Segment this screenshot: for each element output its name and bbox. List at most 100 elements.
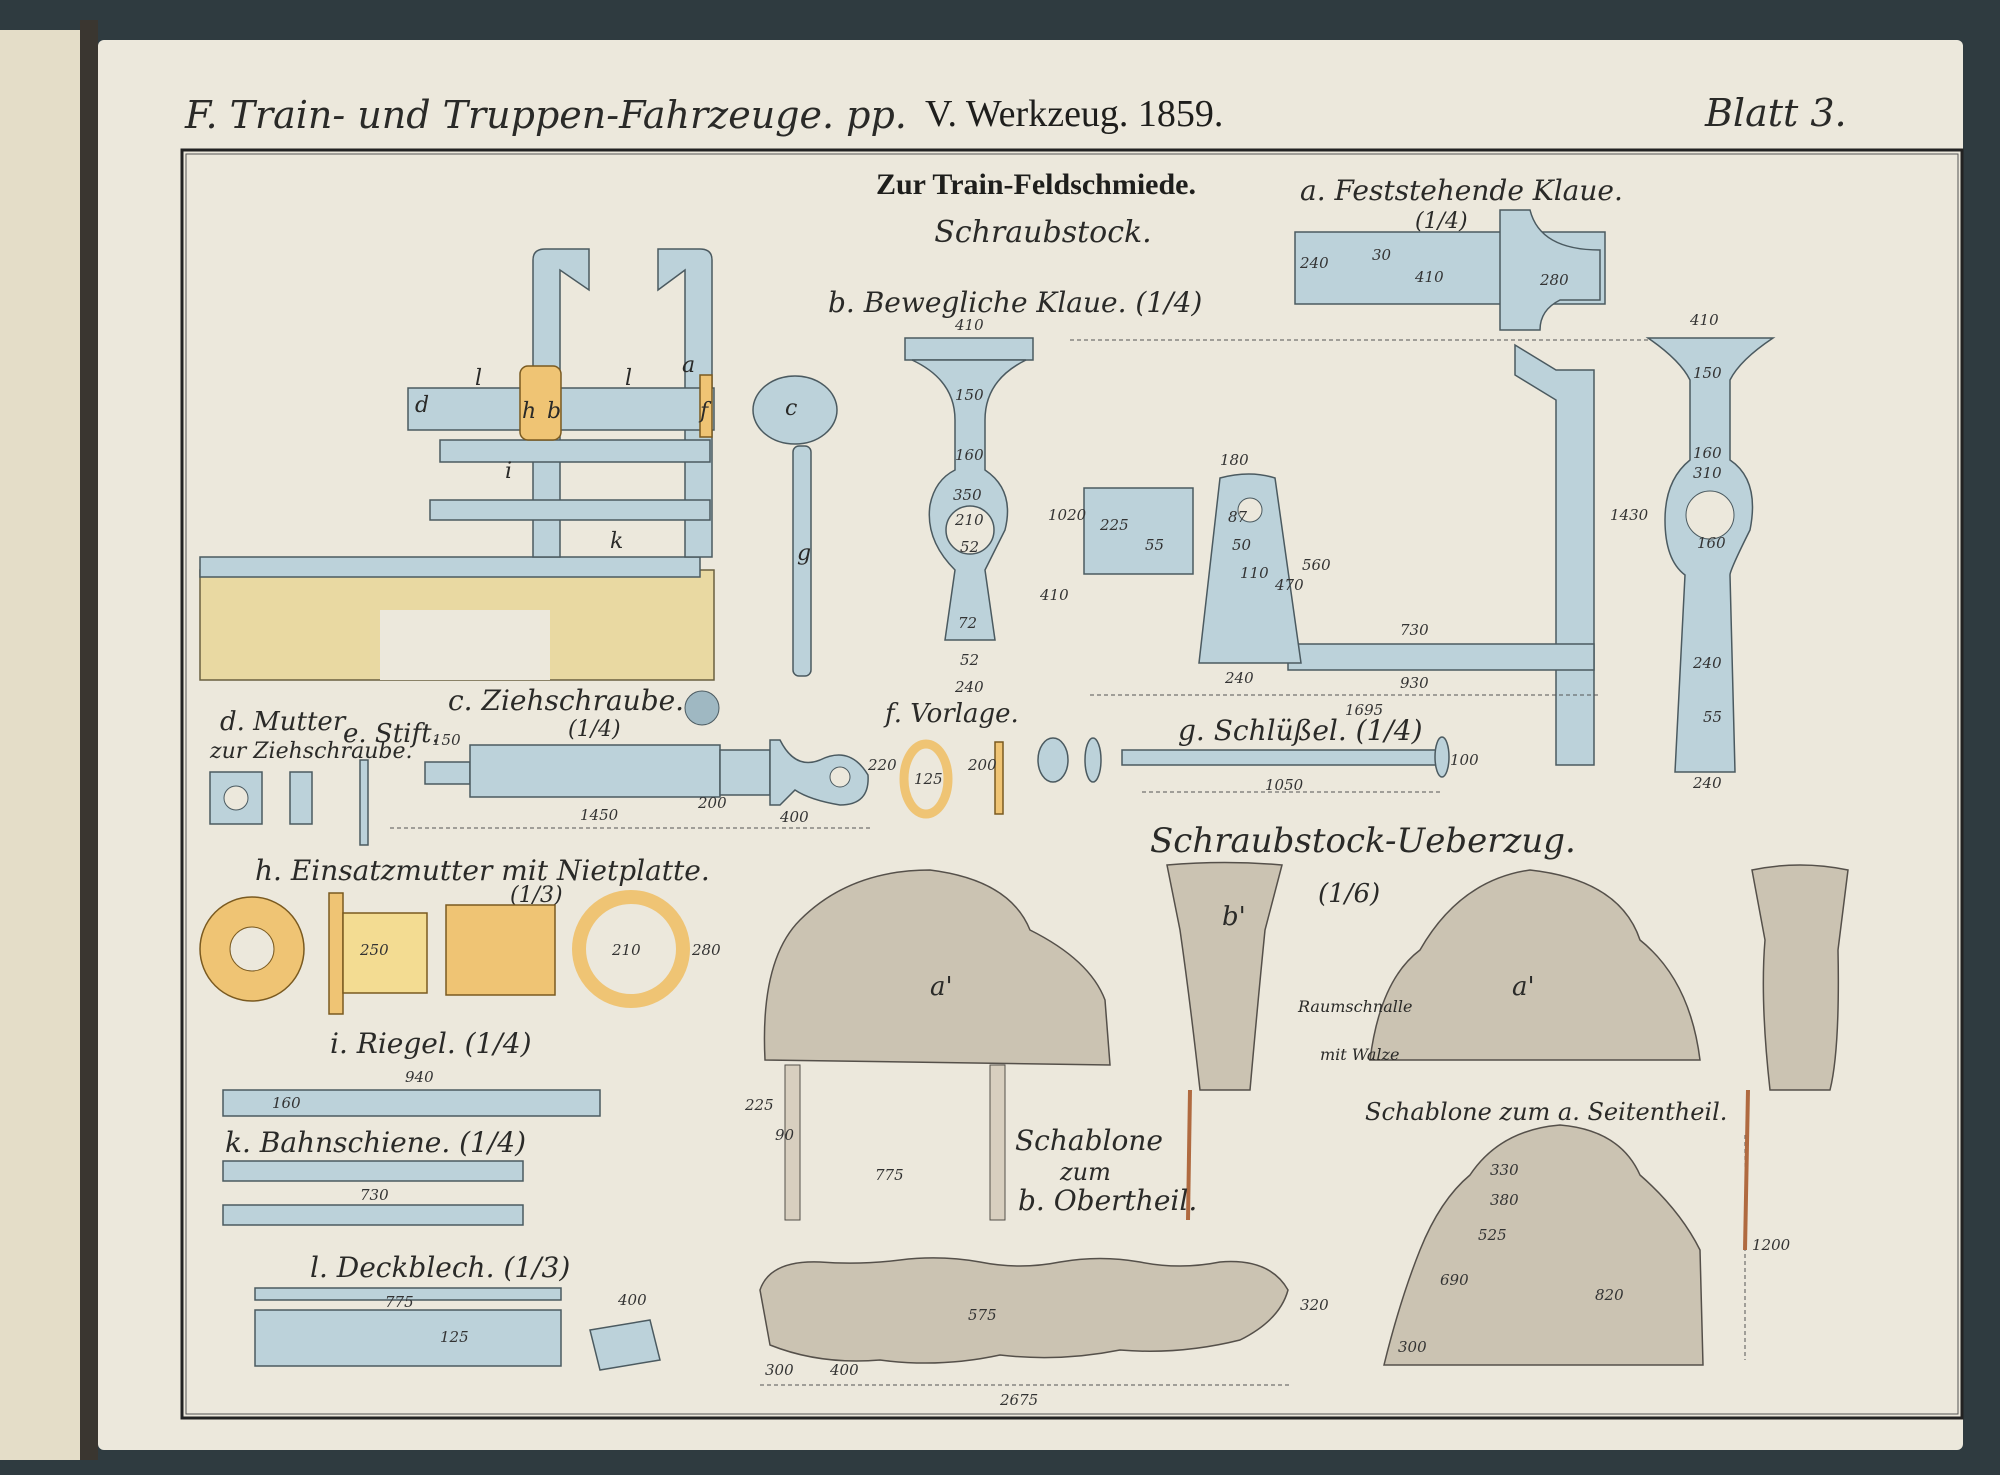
dimension-label: 470	[1274, 576, 1304, 594]
dimension-label: 160	[955, 446, 984, 464]
pin-e	[359, 759, 369, 846]
vise-cover: a' b' a' Raumschnalle mit Walze	[763, 861, 1849, 1251]
fixed-jaw-foot	[1287, 643, 1595, 671]
cover-piece-a-right-label: a'	[1512, 972, 1535, 1002]
dimension-label: 1430	[1610, 506, 1649, 524]
dimension-label: 280	[691, 941, 721, 959]
part-a-label: a. Feststehende Klaue.	[1300, 174, 1623, 207]
dimension-label: 250	[359, 941, 389, 959]
nut-hole	[223, 785, 249, 811]
handle-bar	[792, 445, 812, 677]
template-a-seitentheil	[1383, 1124, 1704, 1366]
leather-strap	[1186, 1089, 1192, 1221]
vise-label-i: i	[505, 459, 512, 484]
guide-bar-lower	[429, 499, 711, 521]
dimension-label: 160	[272, 1094, 301, 1112]
wedge-piece	[1198, 473, 1302, 664]
bench-cutout	[380, 610, 550, 680]
subtitle: Schraubstock.	[934, 215, 1151, 250]
dimension-label: 300	[1398, 1338, 1427, 1356]
dimension-label: 690	[1440, 1271, 1469, 1289]
rail-k-side	[222, 1204, 524, 1226]
part-a-scale: (1/4)	[1415, 209, 1468, 234]
book-gutter	[80, 20, 98, 1460]
dimension-label: 380	[1490, 1191, 1519, 1209]
vise-assembly: a b c d f g h i k l l	[199, 248, 838, 681]
dimension-label: 200	[697, 794, 727, 812]
dimension-label: 1450	[580, 806, 619, 824]
plate-frame	[180, 148, 1964, 1420]
dimension-label: 150	[1693, 364, 1722, 382]
dimension-label: 560	[1302, 556, 1331, 574]
dimension-label: 240	[1692, 654, 1722, 672]
screw-cross-section	[684, 690, 720, 726]
dimension-label: 225	[1099, 516, 1129, 534]
dimension-label: 400	[617, 1291, 647, 1309]
dimension-label: 330	[1490, 1161, 1519, 1179]
dimension-label: 240	[1299, 254, 1329, 272]
square-plate	[1083, 487, 1194, 575]
rivet-plate-hole	[229, 926, 275, 972]
part-d-label-2: zur Ziehschraube.	[209, 739, 412, 764]
strap-template-right	[989, 1064, 1006, 1221]
part-h-label: h. Einsatzmutter mit Nietplatte.	[255, 854, 710, 887]
cover-plate-l	[254, 1309, 562, 1367]
template-b-label-3: b. Obertheil.	[1018, 1184, 1197, 1217]
cover-piece-b-left	[1166, 861, 1283, 1091]
washer-side	[994, 741, 1004, 815]
part-e-label: e. Stift.	[343, 719, 440, 749]
dimension-label: 410	[1039, 586, 1069, 604]
key-g	[1121, 749, 1442, 766]
dimension-label: 320	[1300, 1296, 1329, 1314]
draw-screw-eye-hole	[829, 766, 851, 788]
dimension-label: 125	[914, 770, 943, 788]
bolt-i	[222, 1089, 601, 1117]
washer-f	[899, 739, 953, 819]
cover-plate-end	[589, 1319, 661, 1371]
cover-piece-a-right	[1369, 869, 1701, 1061]
dimension-label: 225	[744, 1096, 774, 1114]
draw-screw-eye	[769, 739, 869, 806]
nut-insert	[519, 365, 562, 441]
dimension-label: 775	[385, 1293, 414, 1311]
dimension-label: 1695	[1345, 701, 1383, 719]
dimension-label: 775	[875, 1166, 904, 1184]
cover-plate-edge	[254, 1287, 562, 1301]
dimension-label: 180	[1220, 451, 1249, 469]
movable-jaw-part-b	[904, 337, 1776, 773]
dimension-label: 240	[1692, 774, 1722, 792]
cover-scale: (1/6)	[1318, 879, 1380, 909]
left-page-edge	[0, 30, 80, 1460]
screw-tip	[424, 761, 471, 785]
part-b-label: b. Bewegliche Klaue. (1/4)	[828, 286, 1202, 319]
dimension-label: 110	[1240, 564, 1269, 582]
strap-template-left	[784, 1064, 801, 1221]
vise-label-h: h	[522, 399, 536, 424]
header-sheet-number: Blatt 3.	[1704, 91, 1847, 135]
jaw-hole	[945, 505, 995, 555]
dimension-label: 52	[960, 538, 979, 556]
leather-strap-right	[1743, 1089, 1750, 1251]
dimension-label: 55	[1145, 536, 1164, 554]
header-title: V. Werkzeug. 1859.	[925, 93, 1223, 135]
part-f-label: f. Vorlage.	[883, 699, 1019, 729]
dimension-label: 160	[1697, 534, 1726, 552]
wedge-hole	[1237, 497, 1263, 523]
dimension-label: 90	[775, 1126, 795, 1144]
dimension-label: 100	[1450, 751, 1479, 769]
dimension-label: 410	[1689, 311, 1719, 329]
vise-label-b: b	[547, 399, 561, 424]
vise-label-d: d	[415, 393, 429, 418]
dimension-label: 52	[960, 651, 979, 669]
strap-label-2: mit Walze	[1320, 1045, 1399, 1064]
vise-label-l2: l	[625, 366, 632, 391]
dimension-labels: 410 150 160 350 210 52 72 52 240 1020 41…	[272, 246, 1791, 1409]
rail-k	[222, 1160, 524, 1182]
part-c-scale: (1/4)	[568, 717, 621, 742]
part-i-label: i. Riegel. (1/4)	[330, 1027, 532, 1060]
rivet-plate	[699, 374, 713, 438]
dimension-label: 150	[955, 386, 984, 404]
dimension-label: 200	[967, 756, 997, 774]
dimension-label: 400	[829, 1361, 859, 1379]
